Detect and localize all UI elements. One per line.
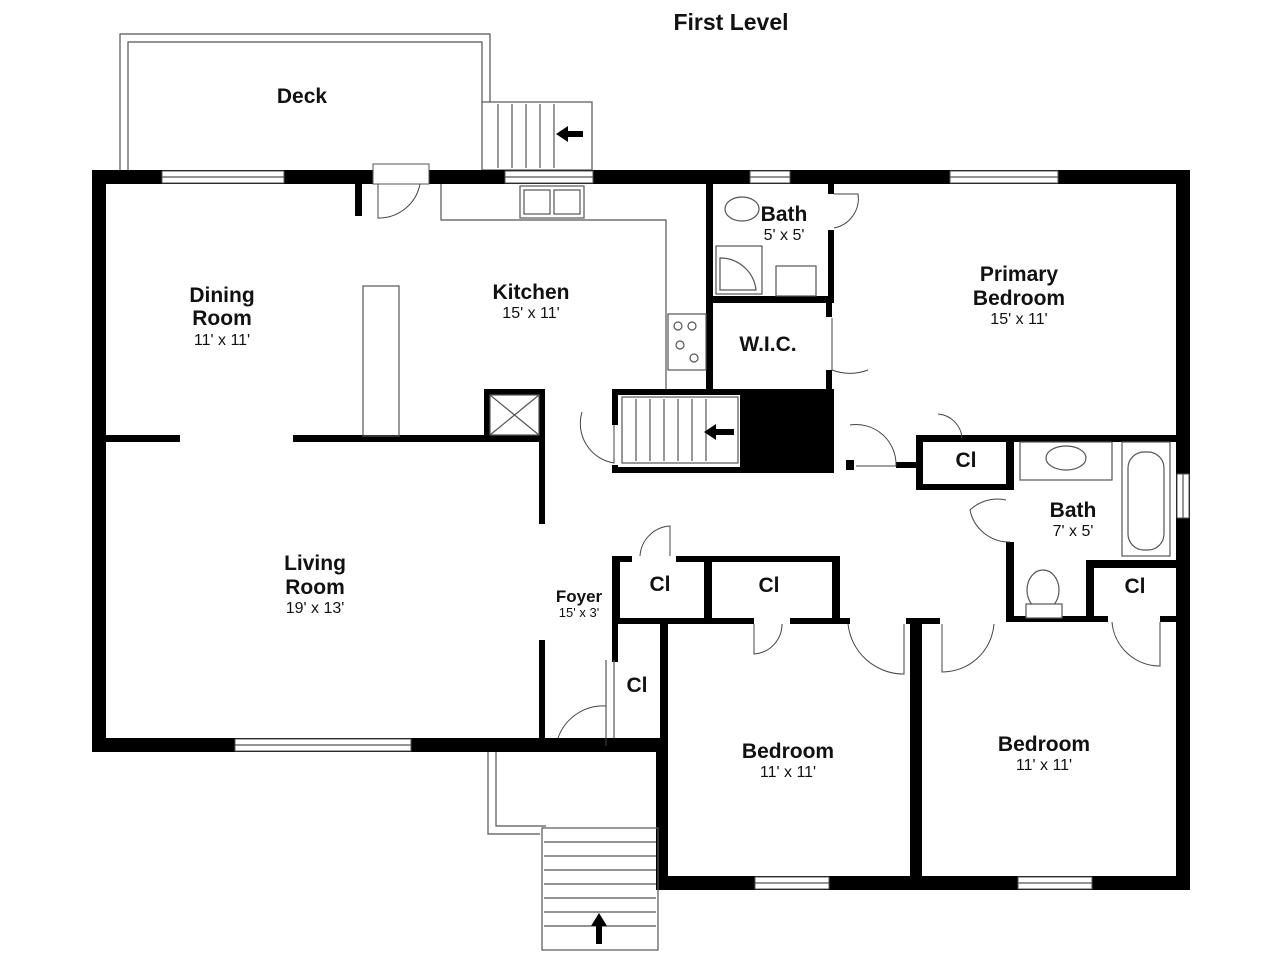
dining-room-label-line2: Room xyxy=(192,307,252,330)
bath-top-dims: 5' x 5' xyxy=(764,227,805,244)
entry-stairs xyxy=(487,752,659,951)
arrow-left-icon xyxy=(704,424,734,440)
fixtures xyxy=(362,184,1171,619)
closet-b-label: Cl xyxy=(759,574,780,597)
dining-room-dims: 11' x 11' xyxy=(194,332,250,349)
foyer-dims: 15' x 3' xyxy=(559,605,599,620)
bedroom-right-label: Bedroom xyxy=(998,733,1090,756)
room-labels: Dining Room 11' x 11' Kitchen 15' x 11' … xyxy=(189,203,1145,781)
bedroom-right-dims: 11' x 11' xyxy=(1016,757,1072,774)
bedroom-left-label: Bedroom xyxy=(742,740,834,763)
closet-c-label: Cl xyxy=(1125,575,1146,598)
bath-mid-dims: 7' x 5' xyxy=(1053,523,1094,540)
closet-a-label: Cl xyxy=(650,573,671,596)
primary-bedroom-dims: 15' x 11' xyxy=(990,311,1047,328)
closet-hall-label: Cl xyxy=(956,449,977,472)
kitchen-label: Kitchen xyxy=(492,281,569,304)
windows xyxy=(161,170,1190,890)
living-room-dims: 19' x 13' xyxy=(286,600,345,617)
doors xyxy=(372,163,1161,746)
bath-top-label: Bath xyxy=(761,203,808,226)
deck-stairs xyxy=(481,101,593,171)
bath-mid-label: Bath xyxy=(1050,499,1097,522)
interior-stairs xyxy=(621,396,739,464)
closet-foyer-label: Cl xyxy=(627,674,648,697)
deck-label: Deck xyxy=(277,85,328,108)
deck: Deck xyxy=(119,33,491,170)
arrow-up-icon xyxy=(591,913,607,944)
living-room-label-line1: Living xyxy=(284,552,346,575)
arrow-left-icon xyxy=(556,126,583,142)
kitchen-dims: 15' x 11' xyxy=(502,305,559,322)
primary-bedroom-label-line2: Bedroom xyxy=(973,287,1065,310)
dining-room-label-line1: Dining xyxy=(189,284,254,307)
foyer-label: Foyer xyxy=(556,587,603,606)
floor-title: First Level xyxy=(673,9,788,35)
bedroom-left-dims: 11' x 11' xyxy=(760,764,816,781)
primary-bedroom-label-line1: Primary xyxy=(980,263,1059,286)
living-room-label-line2: Room xyxy=(285,576,345,599)
wic-label: W.I.C. xyxy=(739,333,796,356)
